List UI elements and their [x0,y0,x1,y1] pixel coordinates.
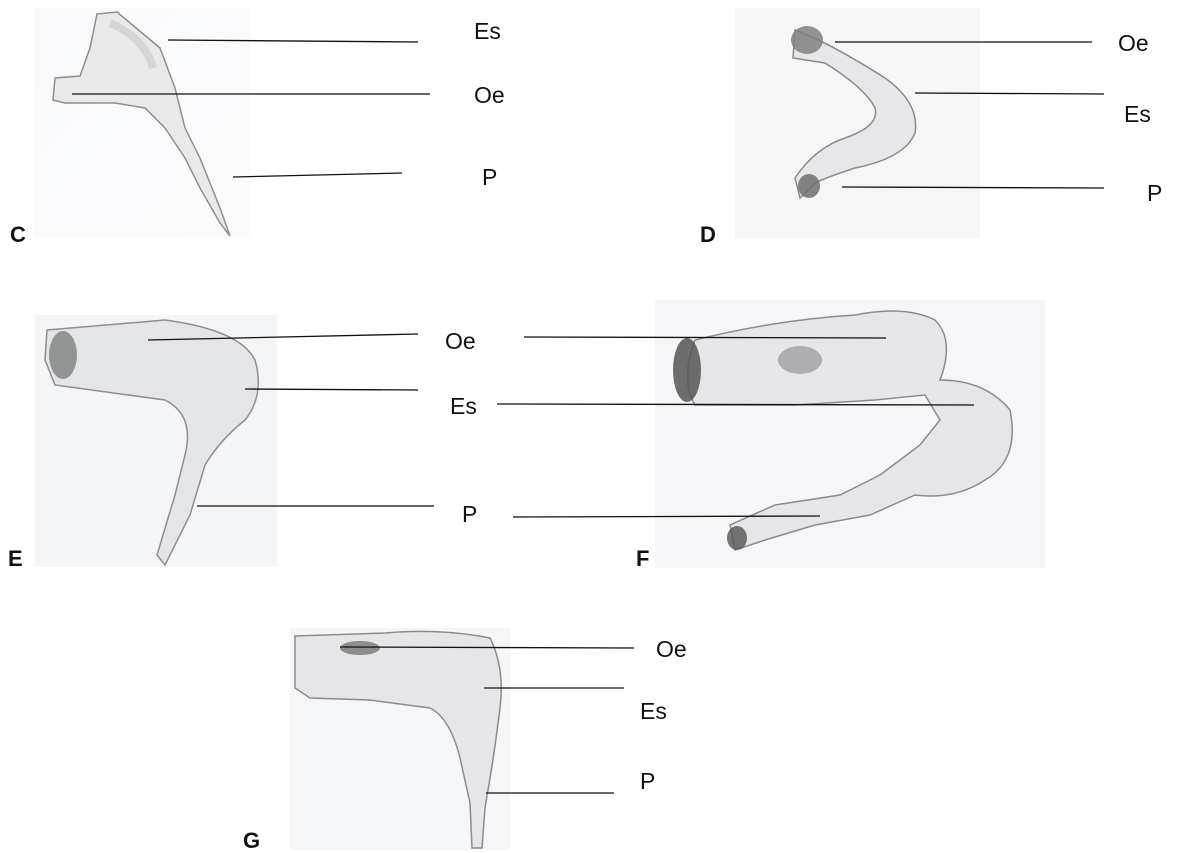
panel-d-letter: D [700,224,716,246]
panel-g-label-oe: Oe [656,638,687,661]
panel-e-label-oe: Oe [445,330,476,353]
panel-c-label-oe: Oe [474,84,505,107]
panel-c-letter: C [10,224,26,246]
panel-g-label-p: P [640,770,655,793]
panel-f-letter: F [636,548,649,570]
panel-g-letter: G [243,830,260,852]
panel-c-label-p: P [482,166,497,189]
panel-e-label-p: P [462,503,477,526]
panel-g-label-es: Es [640,700,667,723]
panel-d-drawing [735,8,980,238]
panel-d-label-es: Es [1124,103,1151,126]
panel-c-drawing [35,8,250,238]
panel-e-drawing [35,315,277,567]
panel-f-drawing [655,300,1045,568]
panel-c-label-es: Es [474,20,501,43]
panel-d-label-oe: Oe [1118,32,1149,55]
panel-d-label-p: P [1147,182,1162,205]
panel-e-label-es: Es [450,395,477,418]
panel-e-letter: E [8,548,23,570]
panel-g-drawing [290,628,510,850]
